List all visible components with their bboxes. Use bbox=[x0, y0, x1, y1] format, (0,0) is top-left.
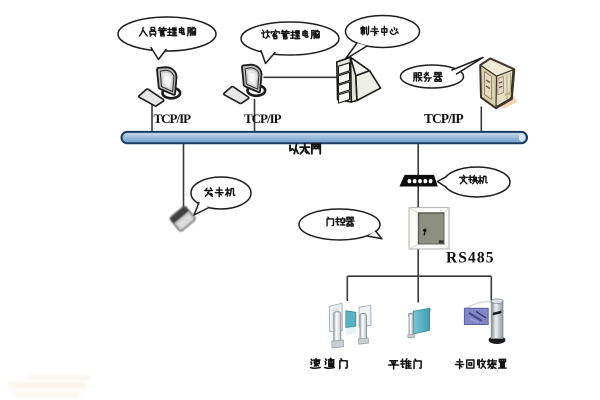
svg-text:TCP/IP: TCP/IP bbox=[244, 111, 282, 126]
svg-text:TCP/IP: TCP/IP bbox=[424, 111, 463, 126]
svg-text:RS485: RS485 bbox=[446, 250, 495, 267]
svg-text:TCP/IP: TCP/IP bbox=[154, 111, 192, 126]
